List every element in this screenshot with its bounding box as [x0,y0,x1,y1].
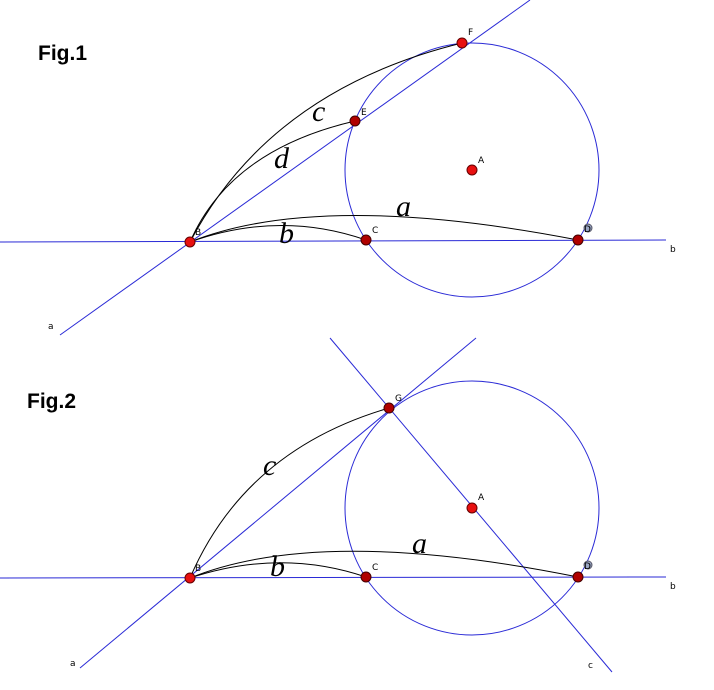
point-label-a: A [478,493,485,503]
line-label-b: b [670,245,676,255]
point-a [466,502,478,514]
point-label-b: B [195,228,201,238]
segment-label-c: c [312,95,325,128]
line-a [79,337,477,669]
line-label-a: a [70,659,76,669]
figure-2: Fig.2 c a b B C D G A a b c [0,337,676,673]
point-d [572,234,584,246]
point-a [466,164,478,176]
point-label-a: A [478,156,485,166]
line-b [0,576,667,579]
point-d [572,571,584,583]
arc-segment-c [189,42,463,243]
point-f [456,37,468,49]
line-label-c: c [588,661,593,671]
point-b [184,236,196,248]
point-d-marker [583,223,593,233]
point-e [349,115,361,127]
segment-label-b: b [270,550,285,583]
arc-segment-b [189,562,367,579]
figure-1-title: Fig.1 [38,42,87,65]
figure-1: Fig.1 c d a b B C D E F A a b [0,0,676,336]
point-b [184,572,196,584]
line-label-a: a [48,322,54,332]
segment-label-d: d [274,142,290,175]
point-label-c: C [372,226,378,236]
arc-segment-b [189,225,367,243]
arc-segment-a [189,550,579,579]
segment-label-c: c [263,449,276,482]
circle-center-a [344,380,600,636]
circle-center-a [344,42,600,298]
point-label-g: G [395,394,402,404]
point-label-c: C [372,563,378,573]
point-label-b: B [195,564,201,574]
line-label-b: b [670,582,676,592]
segment-label-a: a [396,190,411,223]
line-b [0,239,667,243]
line-a [59,0,531,336]
point-label-d: D [584,562,591,572]
arc-segment-c [189,407,390,579]
point-c [360,234,372,246]
point-label-f: F [468,28,473,38]
figure-2-title: Fig.2 [27,390,76,413]
point-g [383,402,395,414]
point-c [360,571,372,583]
arc-segment-a [189,215,579,243]
point-label-d: D [584,225,591,235]
point-label-e: E [361,108,367,118]
segment-label-a: a [412,527,427,560]
arc-segment-d [189,120,356,243]
segment-label-b: b [279,217,294,250]
point-d-marker [583,560,593,570]
